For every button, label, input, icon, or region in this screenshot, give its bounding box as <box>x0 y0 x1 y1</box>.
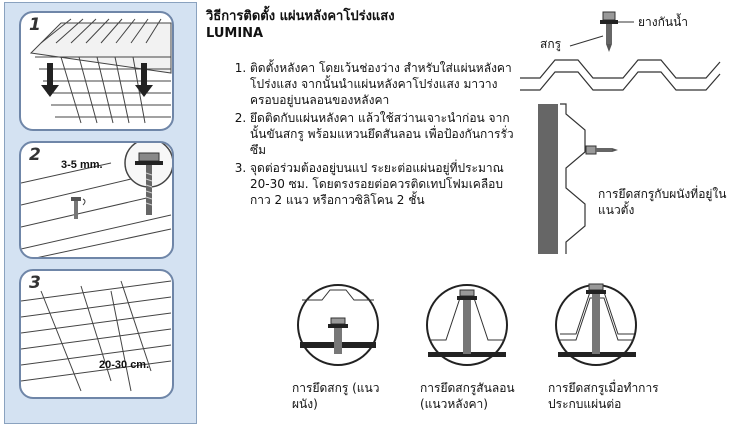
step-3-illustration: 3 20-30 cm. <box>19 269 174 399</box>
step-2-illustration: 2 3-5 mm. <box>19 141 174 259</box>
instruction-list: ติดตั้งหลังคา โดยเว้นช่องว่าง สำหรับใส่แ… <box>228 60 520 210</box>
overlap-label: 20-30 cm. <box>99 359 150 371</box>
detail-ridge <box>426 284 508 366</box>
screw-fastening-drawing <box>21 143 172 257</box>
step-1-illustration: 1 <box>19 11 174 131</box>
roof-sheet-placement-drawing <box>29 18 172 124</box>
caption-ridge: การยึดสกรูสันลอน (แนวหลังคา) <box>420 381 515 411</box>
caption-overlap: การยึดสกรูเมื่อทำการประกบแผ่นต่อ <box>548 381 659 411</box>
step-3-number: 3 <box>29 273 41 293</box>
screw-label: สกรู <box>540 37 562 51</box>
wall-screw-label: การยึดสกรูกับผนังที่อยู่ในแนวตั้ง <box>598 187 727 217</box>
detail-wall <box>297 284 379 366</box>
caption-wall: การยึดสกรู (แนวผนัง) <box>292 381 380 411</box>
instruction-item: จุดต่อร่วมต้องอยู่บนแป ระยะต่อแผ่นอยู่ที… <box>250 160 520 208</box>
detail-overlap <box>555 283 637 366</box>
step-panel: 1 <box>4 2 197 424</box>
instruction-item: ติดตั้งหลังคา โดยเว้นช่องว่าง สำหรับใส่แ… <box>250 60 520 108</box>
page-title: วิธีการติดตั้ง แผ่นหลังคาโปร่งแสง LUMINA <box>206 8 395 42</box>
instruction-item: ยึดติดกับแผ่นหลังคา แล้วใช้สว่านเจาะนำก่… <box>250 110 520 158</box>
title-line-2: LUMINA <box>206 26 264 41</box>
step-2-number: 2 <box>29 145 41 165</box>
washer-label: ยางกันน้ำ <box>638 15 689 29</box>
step-1-number: 1 <box>29 15 41 35</box>
sheet-overlap-drawing <box>21 280 172 392</box>
title-line-1: วิธีการติดตั้ง แผ่นหลังคาโปร่งแสง <box>206 9 395 24</box>
gap-label: 3-5 mm. <box>61 159 103 171</box>
